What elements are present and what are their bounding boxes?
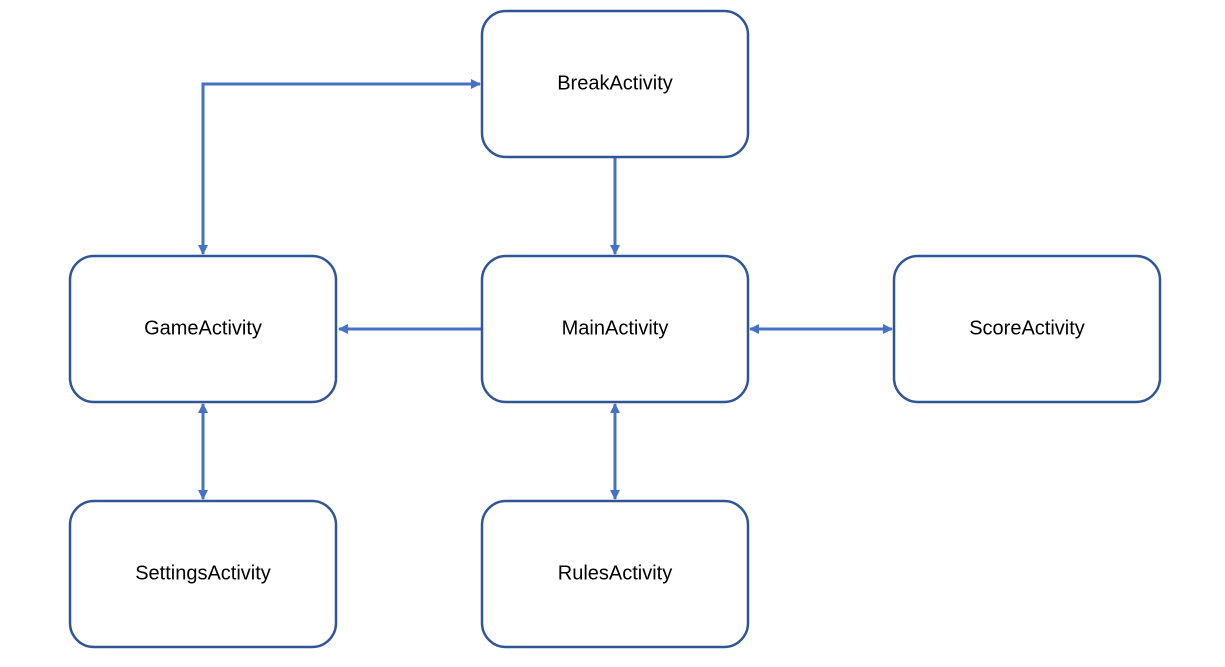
node-break-box <box>480 9 750 159</box>
node-settings-label: SettingsActivity <box>135 562 271 584</box>
node-main-label: MainActivity <box>562 317 669 339</box>
node-settings-box <box>68 499 338 649</box>
node-rules-label: RulesActivity <box>558 562 672 584</box>
node-game-label: GameActivity <box>144 317 262 339</box>
node-main-box <box>480 254 750 404</box>
node-main-activity: MainActivity <box>480 254 750 404</box>
node-rules-activity: RulesActivity <box>480 499 750 649</box>
node-score-box <box>892 254 1162 404</box>
edges-group <box>198 79 893 500</box>
node-score-label: ScoreActivity <box>969 317 1085 339</box>
node-settings-activity: SettingsActivity <box>68 499 338 649</box>
node-break-activity: BreakActivity <box>480 9 750 159</box>
edge-game-break <box>198 79 481 255</box>
node-score-activity: ScoreActivity <box>892 254 1162 404</box>
node-game-box <box>68 254 338 404</box>
node-break-label: BreakActivity <box>557 72 673 94</box>
node-game-activity: GameActivity <box>68 254 338 404</box>
node-rules-box <box>480 499 750 649</box>
